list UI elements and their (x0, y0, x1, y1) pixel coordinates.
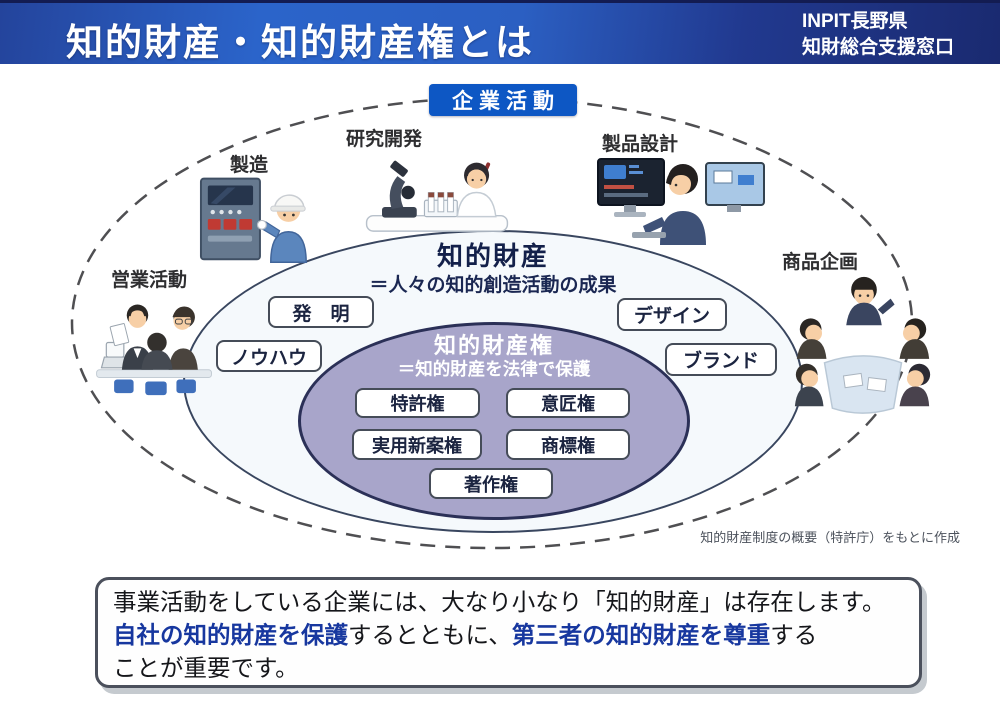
ipr-subtitle: ＝知的財産を法律で保護 (397, 359, 591, 379)
note-line2-plain1: するとともに、 (348, 622, 512, 648)
organization-line2: 知財総合支援窓口 (802, 37, 955, 58)
product-design-illustration (597, 158, 765, 245)
ipr-item-trademark: 商標権 (506, 429, 630, 460)
ip-item-knowhow: ノウハウ (216, 340, 322, 372)
product-planning-illustration (794, 276, 931, 414)
note-line2-highlight1: 自社の知的財産を保護 (113, 622, 348, 648)
research-illustration (365, 160, 509, 232)
ip-title: 知的財産 (436, 241, 549, 271)
page-title: 知的財産・知的財産権とは (66, 22, 534, 63)
ip-item-brand: ブランド (665, 343, 777, 376)
ip-subtitle: ＝人々の知的創造活動の成果 (369, 275, 617, 296)
organization-line1: INPIT長野県 (802, 11, 908, 32)
ipr-item-utility-model: 実用新案権 (352, 429, 482, 460)
corporate-activity-badge: 企業活動 (429, 84, 577, 116)
note-line2-plain2: する (770, 622, 818, 648)
activity-label-product-planning: 商品企画 (782, 252, 859, 273)
ip-item-design: デザイン (617, 298, 727, 331)
organization-name: INPIT長野県 知財総合支援窓口 (802, 9, 954, 61)
activity-label-sales: 営業活動 (111, 270, 188, 291)
note-line2: 自社の知的財産を保護するとともに、第三者の知的財産を尊重する (113, 619, 904, 652)
activity-label-product-design: 製品設計 (602, 134, 679, 155)
source-caption: 知的財産制度の概要（特許庁）をもとに作成 (700, 530, 960, 545)
summary-note-box: 事業活動をしている企業には、大なり小なり「知的財産」は存在します。 自社の知的財… (95, 577, 922, 688)
activity-label-rnd: 研究開発 (346, 129, 423, 150)
ipr-title: 知的財産権 (433, 333, 554, 358)
header-bar: 知的財産・知的財産権とは INPIT長野県 知財総合支援窓口 (0, 0, 1000, 64)
sales-illustration (96, 304, 212, 396)
ipr-item-patent: 特許権 (355, 388, 480, 418)
ipr-item-design-right: 意匠権 (506, 388, 630, 418)
note-line3: ことが重要です。 (113, 655, 299, 681)
note-line1: 事業活動をしている企業には、大なり小なり「知的財産」は存在します。 (113, 589, 886, 615)
manufacturing-illustration (199, 177, 307, 263)
ip-item-invention: 発 明 (268, 296, 374, 328)
note-line2-highlight2: 第三者の知的財産を尊重 (511, 622, 771, 648)
ipr-item-copyright: 著作権 (429, 468, 553, 499)
activity-label-manufacturing: 製造 (230, 155, 269, 176)
